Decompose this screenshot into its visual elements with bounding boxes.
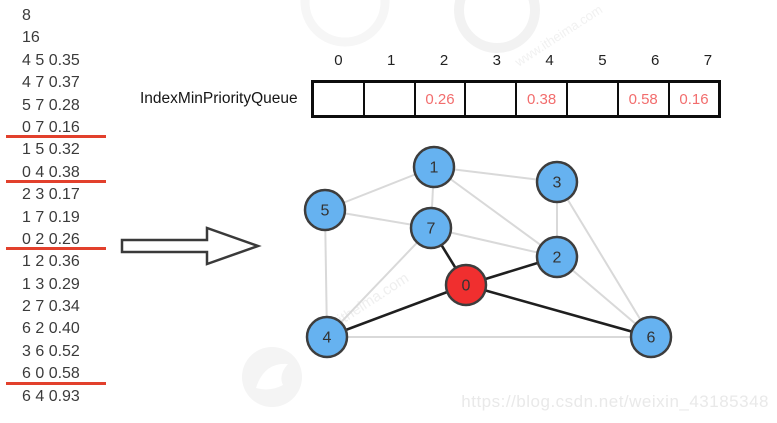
graph-node-1 xyxy=(412,145,456,189)
edge-list-line-selected: 6 0 0.58 xyxy=(6,363,106,386)
edge-list-line: 8 xyxy=(22,7,31,24)
graph-edge xyxy=(326,227,432,338)
edge-list-line: 4 5 0.35 xyxy=(22,51,80,69)
queue-index-label: 5 xyxy=(598,52,607,69)
graph-edge xyxy=(556,181,652,338)
graph-edge-mst xyxy=(326,283,467,339)
graph-node-4 xyxy=(305,315,349,359)
graph-node-label-6: 6 xyxy=(647,330,656,347)
edge-list-line: 2 7 0.34 xyxy=(22,298,80,316)
right-arrow-icon xyxy=(120,226,262,266)
edge-list-line: 16 xyxy=(22,29,40,47)
edge-list-line: 5 7 0.28 xyxy=(22,96,80,114)
queue-index-label: 1 xyxy=(387,52,396,69)
queue-index-label: 6 xyxy=(651,52,660,69)
edge-list-line: 1 5 0.32 xyxy=(22,141,80,159)
graph-node-label-4: 4 xyxy=(323,330,332,347)
graph-node-label-5: 5 xyxy=(321,203,330,220)
queue-index-label: 3 xyxy=(492,52,501,69)
edge-list-line: 6 4 0.93 xyxy=(22,387,80,405)
queue-cell: 0.16 xyxy=(667,81,721,117)
graph-node-3 xyxy=(535,160,579,204)
edge-list-line-selected: 0 7 0.16 xyxy=(6,117,106,139)
graph-node-label-0: 0 xyxy=(462,278,471,295)
watermark-circle-icon xyxy=(300,0,390,47)
queue-index-label: 2 xyxy=(439,52,449,69)
edge-weight-list: 8 16 4 5 0.35 4 7 0.37 5 7 0.28 0 7 0.16 1 5 0… xyxy=(6,5,106,408)
graph-edge-mst xyxy=(465,283,652,339)
graph-node-6 xyxy=(629,315,673,359)
graph-node-label-2: 2 xyxy=(553,250,562,267)
watermark-blog-url: https://blog.csdn.net/weixin_43185348 xyxy=(461,392,769,411)
graph-node-label-3: 3 xyxy=(553,175,562,192)
watermark-horse-logo-icon xyxy=(256,363,288,390)
edge-list-line: 1 7 0.19 xyxy=(22,208,80,226)
graph-node-label-7: 7 xyxy=(427,221,436,238)
graph-node-label-1: 1 xyxy=(430,160,439,177)
queue-index-label: 4 xyxy=(545,52,554,69)
edge-list-line: 1 3 0.29 xyxy=(22,275,80,293)
queue-index-header: 0 1 2 3 4 5 6 7 xyxy=(312,52,734,69)
graph-node-2 xyxy=(535,235,579,279)
queue-cell xyxy=(464,81,518,117)
queue-label: IndexMinPriorityQueue xyxy=(140,90,298,107)
queue-index-label: 7 xyxy=(703,52,713,69)
edge-list-line-selected: 0 2 0.26 xyxy=(6,229,106,251)
edge-list-line: 1 2 0.36 xyxy=(22,253,80,271)
graph-edge xyxy=(430,227,558,258)
queue-index-label: 0 xyxy=(334,52,343,69)
graph-node-7 xyxy=(409,206,453,250)
edge-list-line: 3 6 0.52 xyxy=(22,342,80,360)
watermark-circle-icon xyxy=(454,0,540,53)
edge-list-line: 4 7 0.37 xyxy=(22,74,80,92)
queue-cell: 0.38 xyxy=(515,81,568,117)
graph-node-5 xyxy=(303,188,347,232)
edge-list-line-selected: 0 4 0.38 xyxy=(6,162,106,184)
graph-edge xyxy=(433,166,558,258)
edge-list-line: 6 2 0.40 xyxy=(22,320,80,338)
edge-list-line: 2 3 0.17 xyxy=(22,186,80,204)
queue-cell xyxy=(312,81,365,117)
queue-cell: 0.58 xyxy=(616,81,670,117)
graph-node-0 xyxy=(444,263,488,307)
